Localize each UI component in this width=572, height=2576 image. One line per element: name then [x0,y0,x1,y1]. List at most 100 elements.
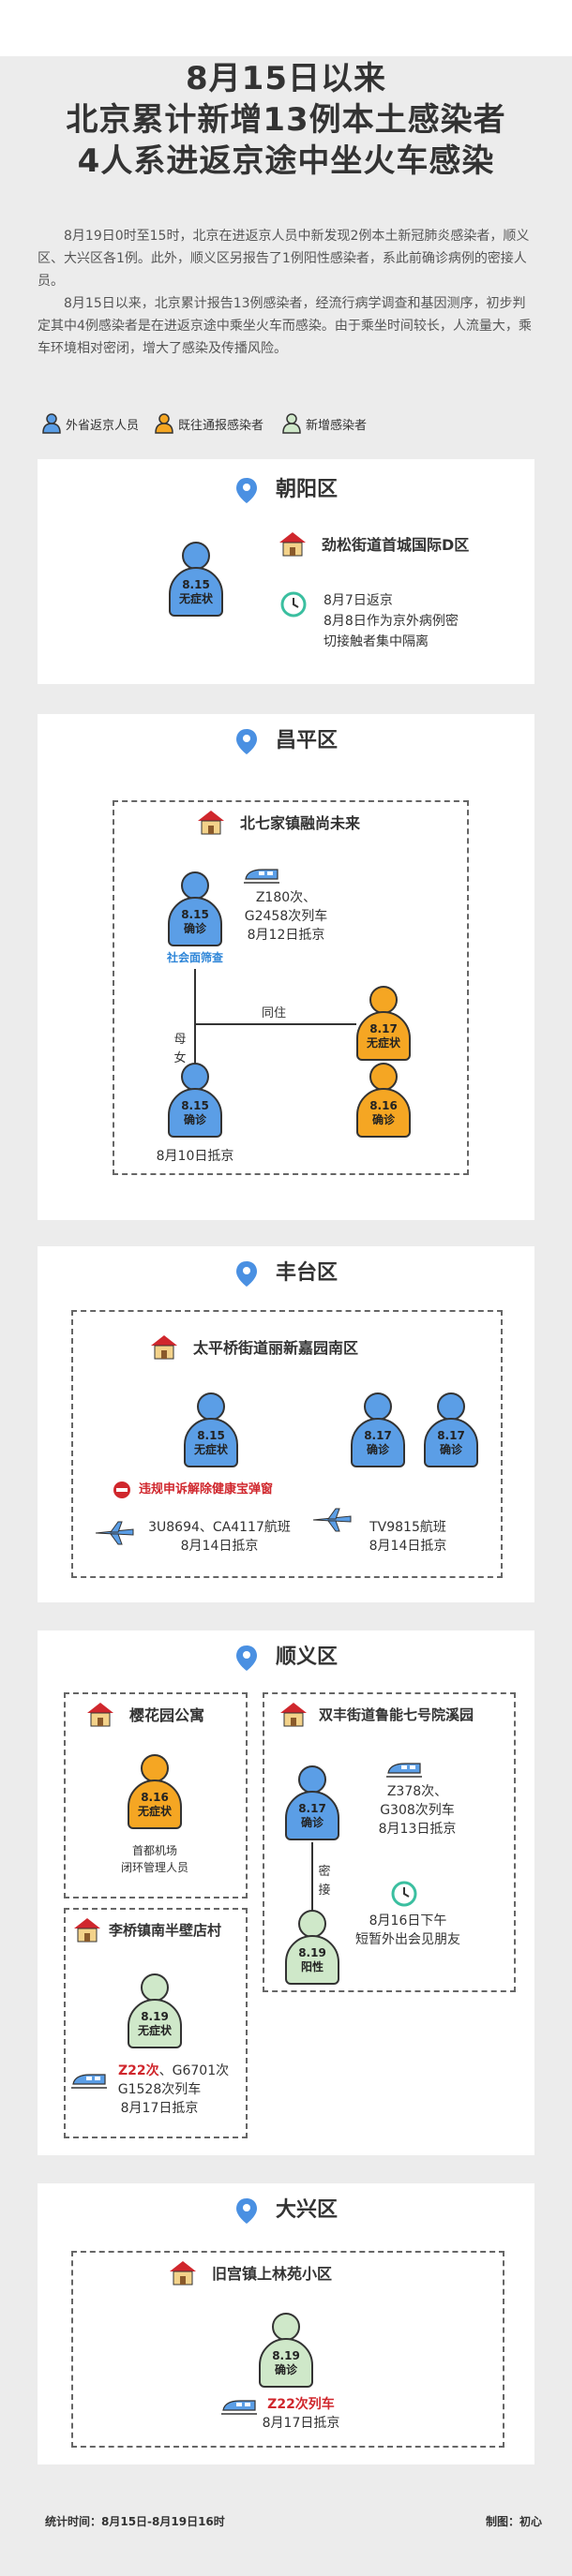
warning-line: 违规申诉解除健康宝弹窗 [113,1481,273,1499]
legend-item-returnee: 外省返京人员 [41,413,139,434]
map-pin-icon [235,1261,257,1287]
case-date: 8.19 [272,2348,300,2362]
flight-line: 8月14日抵京 [369,1539,447,1554]
plane-icon [95,1521,134,1545]
place-name: 北七家镇融尚未来 [240,814,361,832]
case-date: 8.15 [181,1098,209,1112]
intro-paragraph-1: 8月19日0时至15时，北京在进返京人员中新发现2例本土新冠肺炎感染者，顺义区、… [38,229,530,289]
case-date: 8.19 [298,1945,326,1959]
note-line: 短暂外出会见朋友 [355,1932,460,1947]
clock-icon [280,591,307,618]
case-status: 确诊 [300,1815,324,1829]
title-line-3: 4人系进返京途中坐火车感染 [77,142,495,180]
case-status: 确诊 [183,921,206,935]
section-title: 朝阳区 [38,472,534,504]
relation-line [195,1023,356,1025]
flight-info: 3U8694、CA4117航班 8月14日抵京 [135,1518,304,1556]
train-line: 8月12日抵京 [247,928,325,943]
place-label: 李桥镇南半壁店村 [71,1915,221,1943]
train-icon [71,2074,107,2089]
case-status: 无症状 [193,1442,228,1456]
case-status: 确诊 [183,1112,206,1126]
case-note: 首都机场 闭环管理人员 [103,1842,206,1876]
house-icon [87,1703,113,1727]
train-icon [386,1763,422,1778]
area-box [263,1692,516,1992]
note-line: 切接触者集中隔离 [324,634,429,649]
chaoyang-note: 8月7日返京 8月8日作为京外病例密 切接触者集中隔离 [324,590,459,652]
person-icon [42,413,61,434]
train-line: 8月17日抵京 [262,2416,340,2431]
area-box [71,2251,504,2448]
train-line: Z180次、 [255,890,317,905]
case-status: 确诊 [274,2362,297,2376]
flight-info: TV9815航班 8月14日抵京 [356,1518,459,1556]
note-line: 闭环管理人员 [120,1861,188,1874]
case-date: 8.16 [141,1790,169,1804]
warning-text: 违规申诉解除健康宝弹窗 [139,1482,274,1496]
legend-item-previous: 既往通报感染者 [154,413,263,434]
train-info: G1528次列车 8月17日抵京 [103,2080,216,2118]
map-pin-icon [235,1645,257,1671]
section-title-text: 大兴区 [275,2198,338,2222]
page-title: 8月15日以来 北京累计新增13例本土感染者 4人系进返京途中坐火车感染 [0,58,572,182]
note-line: 8月7日返京 [324,593,393,608]
section-title: 昌平区 [38,723,534,755]
arrival-note: 8月10日抵京 [156,1149,234,1164]
place-name: 旧宫镇上林苑小区 [212,2265,333,2283]
area-box [64,1692,248,1898]
person-icon [155,413,173,434]
map-pin-icon [235,2198,257,2224]
train-line: G1528次列车 [117,2082,202,2097]
train-red: Z22次列车 [267,2397,335,2412]
case-status: 确诊 [371,1112,395,1126]
section-title-text: 丰台区 [275,1261,338,1285]
case-status: 无症状 [366,1035,400,1050]
train-red: Z22次 [118,2063,159,2078]
place-label: 旧宫镇上林苑小区 [167,2258,332,2286]
legend: 外省返京人员 既往通报感染者 新增感染者 [41,409,548,438]
screening-tag: 社会面筛查 [166,951,223,964]
case-date: 8.15 [181,907,209,921]
top-band [0,0,572,56]
area-box [64,1908,248,2138]
house-icon [198,811,224,835]
map-pin-icon [235,478,257,503]
train-line: 8月13日抵京 [378,1822,457,1837]
case-note: 8月16日下午 短暂外出会见朋友 [347,1912,469,1949]
case-date: 8.15 [182,577,210,591]
footer-credit: 制图：初心 [485,2515,542,2528]
train-line: G308次列车 [380,1803,455,1818]
legend-item-new: 新增感染者 [281,413,367,434]
intro-paragraph-2: 8月15日以来，北京累计报告13例感染者，经流行病学调查和基因测序，初步判定其中… [38,296,532,356]
legend-label: 新增感染者 [306,418,368,433]
train-info: Z378次、 G308次列车 8月13日抵京 [366,1782,469,1839]
clock-icon [391,1881,417,1907]
house-icon [151,1335,177,1360]
case-status: 无症状 [178,591,213,605]
area-box [113,800,469,1175]
case-date: 8.15 [197,1428,225,1442]
map-pin-icon [235,729,257,754]
flight-line: TV9815航班 [369,1520,446,1535]
area-box [71,1310,503,1578]
case-status: 确诊 [439,1442,462,1456]
section-title-text: 顺义区 [275,1645,338,1669]
relation-label: 密 [318,1865,331,1879]
case-date: 8.17 [298,1801,326,1815]
place-name: 樱花园公寓 [129,1706,205,1724]
note-line: 首都机场 [131,1844,177,1857]
